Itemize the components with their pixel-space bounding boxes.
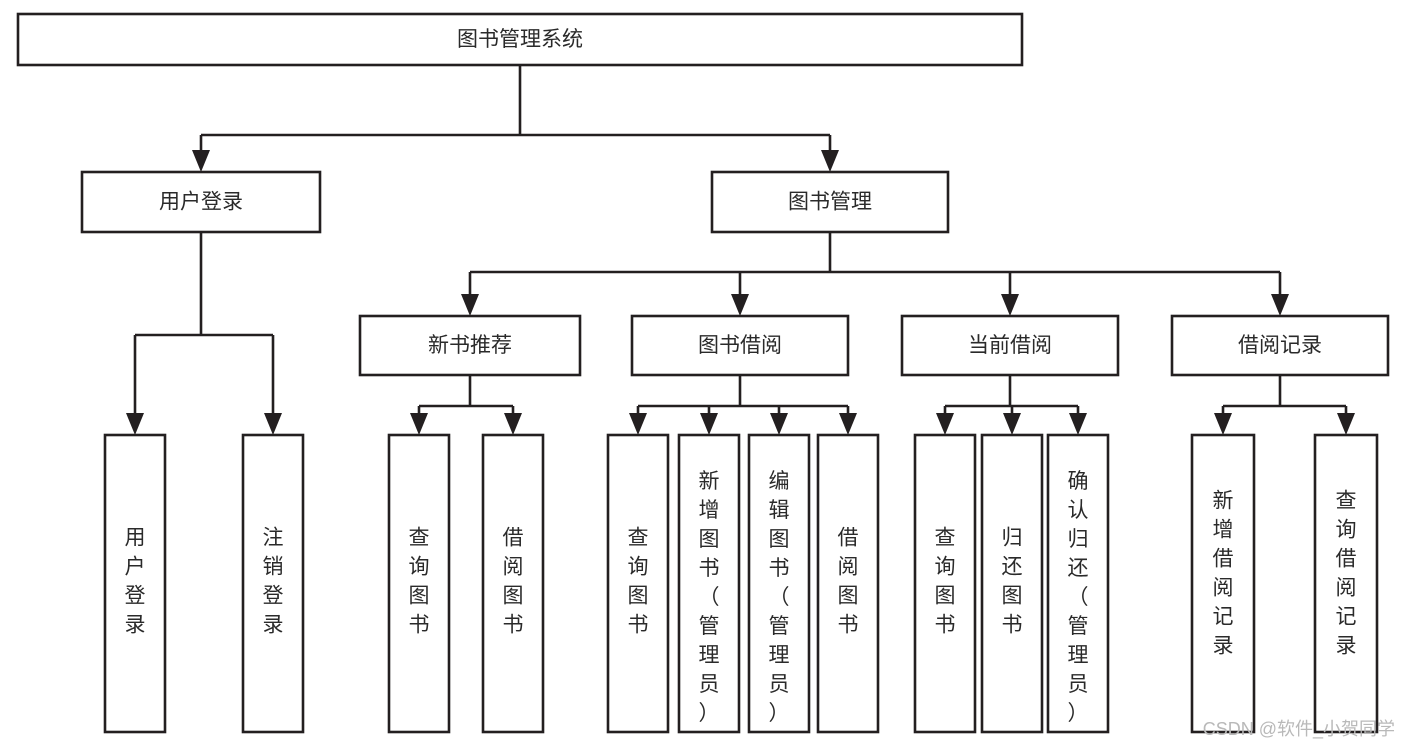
- node-leaf-logout[interactable]: 注销登录: [241, 433, 305, 734]
- node-label-book-borrow: 图书借阅: [698, 334, 782, 357]
- node-box-leaf-query-borrow-record: [1313, 433, 1379, 734]
- node-borrow-record[interactable]: 借阅记录: [1170, 314, 1390, 377]
- arrow-head-icon: [410, 413, 428, 435]
- arrow-head-icon: [839, 413, 857, 435]
- arrow-head-icon: [126, 413, 144, 435]
- node-leaf-query-book-rec[interactable]: 查询图书: [387, 433, 451, 734]
- arrow-head-icon: [504, 413, 522, 435]
- arrow-head-icon: [1337, 413, 1355, 435]
- node-box-leaf-query-book-current: [913, 433, 977, 734]
- node-leaf-query-borrow-record[interactable]: 查询借阅记录: [1313, 433, 1379, 734]
- node-layer: 图书管理系统用户登录图书管理新书推荐图书借阅当前借阅借阅记录用户登录注销登录查询…: [16, 12, 1390, 734]
- connector-new-book-to-leaves: [410, 375, 522, 435]
- node-leaf-query-book-current[interactable]: 查询图书: [913, 433, 977, 734]
- node-label-leaf-edit-book-admin: 编辑图书（管理员）: [769, 470, 790, 725]
- connector-book-borrow-to-leaves: [629, 375, 857, 435]
- node-root[interactable]: 图书管理系统: [16, 12, 1024, 67]
- node-box-book-manage: [710, 170, 950, 234]
- arrow-head-icon: [936, 413, 954, 435]
- node-label-leaf-user-login: 用户登录: [125, 527, 146, 637]
- node-label-leaf-confirm-return-admin: 确认归还（管理员）: [1068, 470, 1089, 725]
- node-label-user-login: 用户登录: [159, 191, 243, 214]
- node-leaf-add-borrow-record[interactable]: 新增借阅记录: [1190, 433, 1256, 734]
- csdn-watermark: CSDN @软件_小贺同学: [1202, 719, 1395, 739]
- node-label-leaf-query-book-current: 查询图书: [935, 527, 956, 637]
- arrow-head-icon: [821, 150, 839, 172]
- node-label-root: 图书管理系统: [457, 28, 583, 51]
- node-label-leaf-logout: 注销登录: [263, 527, 284, 637]
- arrow-head-icon: [1271, 294, 1289, 316]
- arrow-head-icon: [192, 150, 210, 172]
- node-box-leaf-borrow-book: [816, 433, 880, 734]
- node-box-current-borrow: [900, 314, 1120, 377]
- connector-current-borrow-to-leaves: [936, 375, 1087, 435]
- arrow-head-icon: [770, 413, 788, 435]
- node-leaf-user-login[interactable]: 用户登录: [103, 433, 167, 734]
- node-box-leaf-query-book-rec: [387, 433, 451, 734]
- node-leaf-confirm-return-admin[interactable]: 确认归还（管理员）: [1046, 433, 1110, 734]
- node-new-book-recommend[interactable]: 新书推荐: [358, 314, 582, 377]
- node-box-leaf-return-book: [980, 433, 1044, 734]
- node-label-leaf-query-book-rec: 查询图书: [409, 527, 430, 637]
- node-box-user-login: [80, 170, 322, 234]
- node-label-leaf-query-book-borrow: 查询图书: [628, 527, 649, 637]
- node-box-leaf-user-login: [103, 433, 167, 734]
- node-box-leaf-confirm-return-admin: [1046, 433, 1110, 734]
- arrow-head-icon: [1003, 413, 1021, 435]
- node-leaf-borrow-book[interactable]: 借阅图书: [816, 433, 880, 734]
- node-box-root: [16, 12, 1024, 67]
- node-label-borrow-record: 借阅记录: [1238, 334, 1322, 357]
- node-box-book-borrow: [630, 314, 850, 377]
- arrow-head-icon: [731, 294, 749, 316]
- node-leaf-edit-book-admin[interactable]: 编辑图书（管理员）: [747, 433, 811, 734]
- node-book-manage[interactable]: 图书管理: [710, 170, 950, 234]
- arrow-head-icon: [1069, 413, 1087, 435]
- node-box-borrow-record: [1170, 314, 1390, 377]
- node-book-borrow[interactable]: 图书借阅: [630, 314, 850, 377]
- node-label-leaf-borrow-book-rec: 借阅图书: [503, 527, 524, 637]
- connector-root-to-level2: [192, 65, 839, 172]
- arrow-head-icon: [700, 413, 718, 435]
- connector-borrow-record-to-leaves: [1214, 375, 1355, 435]
- node-label-leaf-return-book: 归还图书: [1002, 527, 1023, 637]
- node-box-leaf-query-book-borrow: [606, 433, 670, 734]
- arrow-head-icon: [1214, 413, 1232, 435]
- node-box-leaf-add-book-admin: [677, 433, 741, 734]
- node-box-new-book-recommend: [358, 314, 582, 377]
- node-label-book-manage: 图书管理: [788, 191, 872, 214]
- arrow-head-icon: [629, 413, 647, 435]
- arrow-head-icon: [461, 294, 479, 316]
- node-current-borrow[interactable]: 当前借阅: [900, 314, 1120, 377]
- connector-book-manage-to-level3: [461, 232, 1289, 316]
- node-label-leaf-borrow-book: 借阅图书: [838, 527, 859, 637]
- arrow-head-icon: [264, 413, 282, 435]
- node-label-new-book-recommend: 新书推荐: [428, 334, 512, 357]
- node-label-leaf-add-borrow-record: 新增借阅记录: [1213, 490, 1234, 658]
- node-label-leaf-add-book-admin: 新增图书（管理员）: [699, 470, 720, 725]
- node-leaf-borrow-book-rec[interactable]: 借阅图书: [481, 433, 545, 734]
- node-box-leaf-borrow-book-rec: [481, 433, 545, 734]
- arrow-head-icon: [1001, 294, 1019, 316]
- node-user-login[interactable]: 用户登录: [80, 170, 322, 234]
- node-leaf-query-book-borrow[interactable]: 查询图书: [606, 433, 670, 734]
- node-box-leaf-edit-book-admin: [747, 433, 811, 734]
- node-box-leaf-logout: [241, 433, 305, 734]
- connector-layer: [126, 65, 1355, 435]
- node-box-leaf-add-borrow-record: [1190, 433, 1256, 734]
- node-leaf-return-book[interactable]: 归还图书: [980, 433, 1044, 734]
- node-label-leaf-query-borrow-record: 查询借阅记录: [1336, 490, 1357, 658]
- connector-user-login-to-leaves: [126, 232, 282, 435]
- node-label-current-borrow: 当前借阅: [968, 334, 1052, 357]
- node-leaf-add-book-admin[interactable]: 新增图书（管理员）: [677, 433, 741, 734]
